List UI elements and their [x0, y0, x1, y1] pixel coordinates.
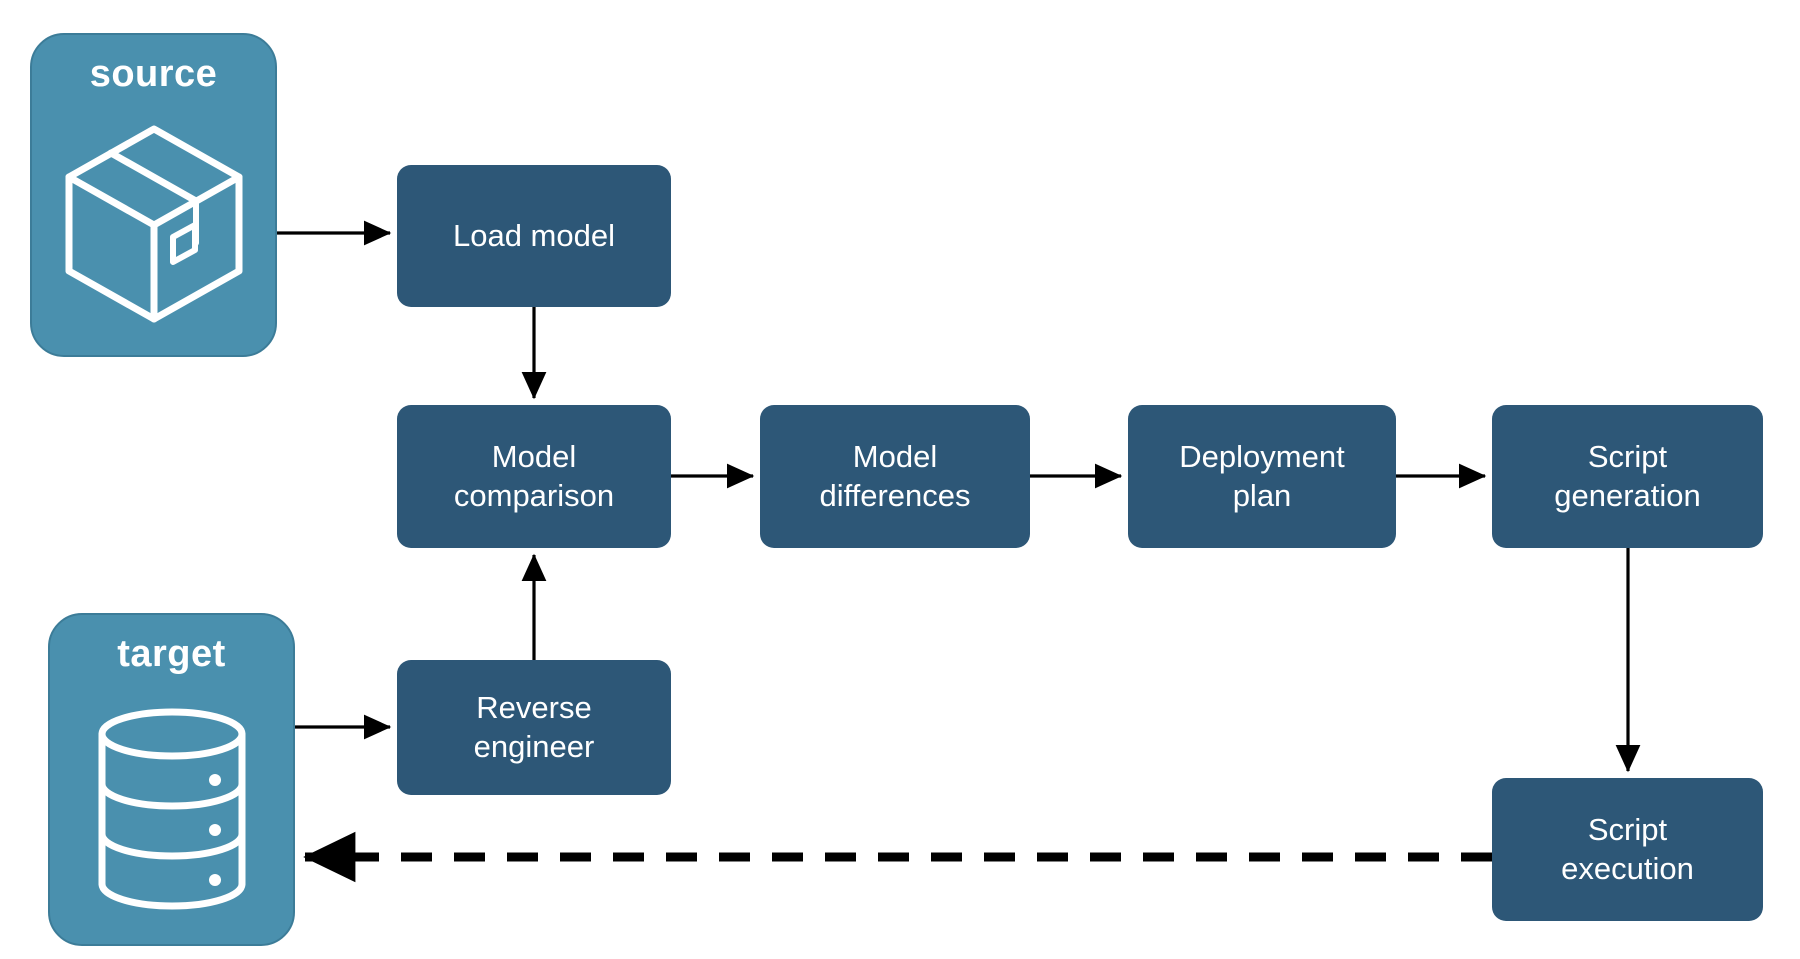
process-label-model-differences: Model differences	[819, 439, 971, 513]
process-label-script-execution: Script execution	[1561, 812, 1694, 886]
process-box-reverse-engineer[interactable]: Reverse engineer	[397, 660, 671, 795]
process-label-load-model: Load model	[452, 217, 615, 253]
endpoint-label-source: source	[89, 53, 218, 95]
endpoint-label-target: target	[117, 633, 226, 675]
process-box-load-model[interactable]: Load model	[397, 165, 671, 307]
database-cylinder-icon	[50, 673, 293, 944]
process-label-reverse-engineer: Reverse engineer	[473, 690, 595, 764]
endpoint-card-source[interactable]: source	[30, 33, 277, 357]
process-box-script-execution[interactable]: Script execution	[1492, 778, 1763, 921]
process-label-deployment-plan: Deployment plan	[1179, 439, 1345, 513]
package-box-icon	[32, 93, 275, 355]
process-box-script-generation[interactable]: Script generation	[1492, 405, 1763, 548]
process-box-model-differences[interactable]: Model differences	[760, 405, 1030, 548]
process-box-model-comparison[interactable]: Model comparison	[397, 405, 671, 548]
process-label-script-generation: Script generation	[1554, 439, 1701, 513]
process-box-deployment-plan[interactable]: Deployment plan	[1128, 405, 1396, 548]
endpoint-card-target[interactable]: target	[48, 613, 295, 946]
process-label-model-comparison: Model comparison	[453, 439, 615, 513]
